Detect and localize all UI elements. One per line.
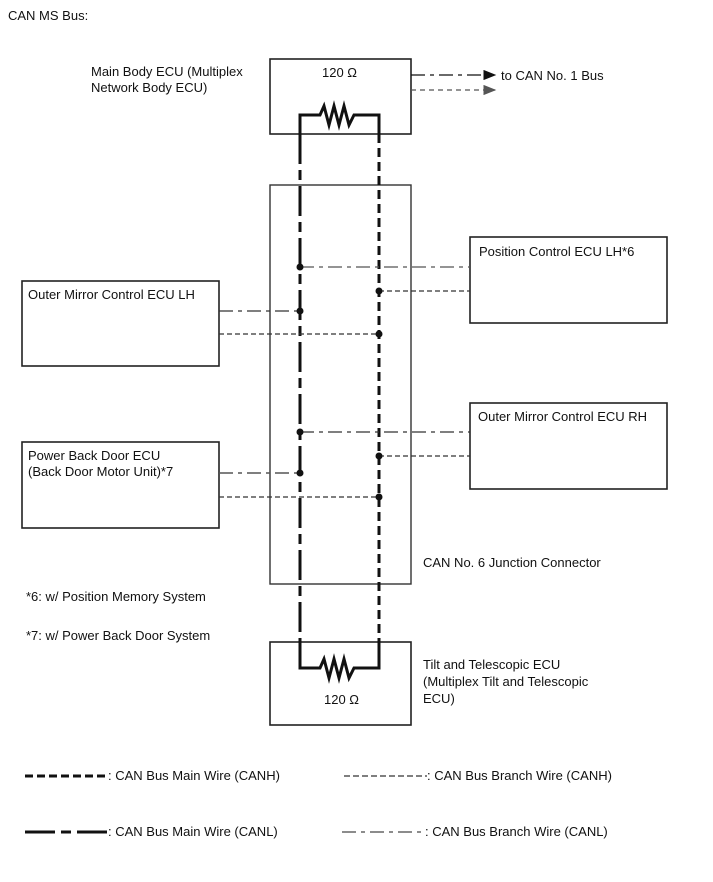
to-can1-label: to CAN No. 1 Bus bbox=[501, 68, 604, 83]
note-7: *7: w/ Power Back Door System bbox=[26, 628, 210, 643]
power-back-door-ecu-label-1: Power Back Door ECU bbox=[28, 448, 160, 463]
main-body-ecu-label-1: Main Body ECU (Multiplex bbox=[91, 64, 243, 79]
junction-dot bbox=[296, 469, 304, 477]
power-back-door-ecu-label-2: (Back Door Motor Unit)*7 bbox=[28, 464, 173, 479]
position-control-ecu-lh-box bbox=[469, 236, 668, 324]
legend-main-canl-label: : CAN Bus Main Wire (CANL) bbox=[108, 824, 278, 839]
junction-dot bbox=[375, 287, 383, 295]
junction-dot bbox=[375, 452, 383, 460]
main-body-resistor-value: 120 Ω bbox=[322, 65, 357, 80]
tilt-telescopic-ecu-box bbox=[269, 641, 412, 726]
junction-dot bbox=[296, 307, 304, 315]
tilt-telescopic-resistor bbox=[298, 640, 381, 684]
junction-connector-label: CAN No. 6 Junction Connector bbox=[423, 555, 601, 570]
main-body-ecu-box bbox=[269, 58, 412, 135]
diagram-title: CAN MS Bus: bbox=[8, 8, 88, 23]
legend-branch-canl-label: : CAN Bus Branch Wire (CANL) bbox=[425, 824, 608, 839]
legend-branch-canh-label: : CAN Bus Branch Wire (CANH) bbox=[427, 768, 612, 783]
tilt-telescopic-label-2: (Multiplex Tilt and Telescopic bbox=[423, 674, 589, 689]
main-body-resistor bbox=[298, 100, 381, 150]
outer-mirror-ecu-lh-label: Outer Mirror Control ECU LH bbox=[28, 287, 195, 302]
junction-dot bbox=[296, 263, 304, 271]
outer-mirror-ecu-lh-box bbox=[21, 280, 220, 367]
outer-mirror-ecu-rh-box bbox=[469, 402, 668, 490]
junction-dot bbox=[296, 428, 304, 436]
legend-main-canh-label: : CAN Bus Main Wire (CANH) bbox=[108, 768, 280, 783]
main-body-ecu-label-2: Network Body ECU) bbox=[91, 80, 207, 95]
tilt-telescopic-label-1: Tilt and Telescopic ECU bbox=[423, 657, 560, 672]
power-back-door-ecu-box bbox=[21, 441, 220, 529]
junction-connector-box bbox=[269, 184, 412, 585]
junction-dot bbox=[375, 493, 383, 501]
note-6: *6: w/ Position Memory System bbox=[26, 589, 206, 604]
junction-dot bbox=[375, 330, 383, 338]
outer-mirror-ecu-rh-label: Outer Mirror Control ECU RH bbox=[478, 409, 647, 424]
tilt-resistor-value: 120 Ω bbox=[324, 692, 359, 707]
position-control-ecu-lh-label: Position Control ECU LH*6 bbox=[479, 244, 634, 259]
tilt-telescopic-label-3: ECU) bbox=[423, 691, 455, 706]
